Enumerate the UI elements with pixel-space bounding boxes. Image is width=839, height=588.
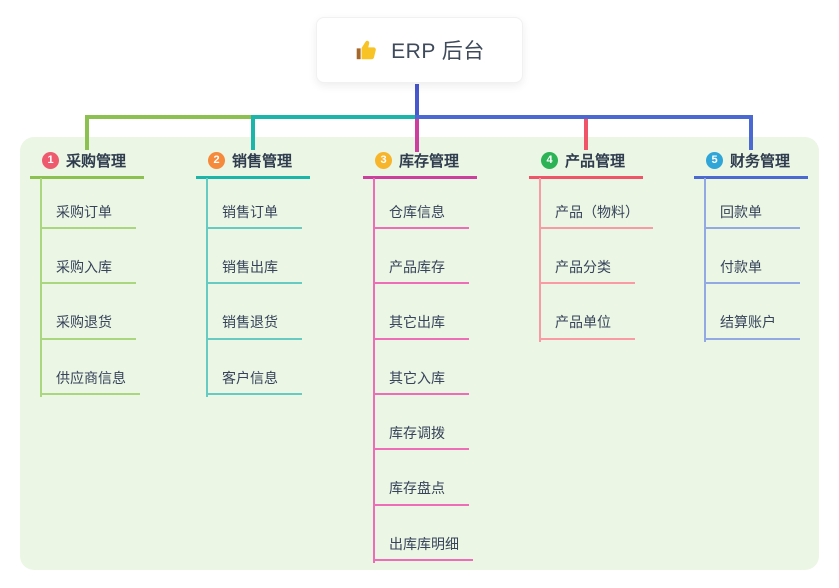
branch-underline (30, 176, 144, 179)
child-node-label: 付款单 (720, 259, 762, 276)
branch-label: 销售管理 (232, 152, 293, 170)
branch-vertical-line (206, 178, 208, 397)
branch-vertical-line (373, 178, 375, 563)
child-node[interactable]: 产品单位 (539, 301, 635, 340)
child-node-label: 回款单 (720, 203, 762, 220)
connector-line (415, 84, 419, 115)
child-node[interactable]: 供应商信息 (40, 356, 140, 395)
child-node-label: 库存盘点 (389, 480, 445, 497)
branch-number-badge: 5 (706, 151, 723, 169)
branch-underline (363, 176, 477, 179)
connector-line (584, 119, 588, 150)
root-node-label: ERP 后台 (391, 40, 485, 63)
branch-column-4: 4 产品管理 产品（物料） 产品分类产品单位 (529, 147, 653, 342)
connector-line (749, 115, 753, 150)
child-node[interactable]: 库存调拨 (373, 411, 469, 451)
connector-line (251, 115, 255, 150)
branch-node-2[interactable]: 2 销售管理 (196, 147, 292, 173)
child-node[interactable]: 客户信息 (206, 356, 302, 395)
child-node-label: 产品分类 (555, 259, 611, 276)
child-node-label: 产品（物料） (555, 203, 639, 220)
child-node-label: 其它出库 (389, 314, 445, 331)
child-node[interactable]: 销售订单 (206, 190, 302, 229)
branch-label: 产品管理 (565, 152, 626, 170)
branch-underline (196, 176, 310, 179)
branch-column-5: 5 财务管理 回款单付款单结算账户 (694, 147, 808, 342)
branch-node-5[interactable]: 5 财务管理 (694, 147, 790, 173)
child-node[interactable]: 销售退货 (206, 301, 302, 340)
branch-label: 采购管理 (66, 152, 127, 170)
branch-underline (694, 176, 808, 179)
child-node-label: 客户信息 (222, 369, 278, 386)
child-node-label: 采购订单 (56, 203, 112, 220)
child-node-label: 结算账户 (720, 314, 776, 331)
child-node[interactable]: 产品（物料） (539, 190, 653, 229)
branch-node-4[interactable]: 4 产品管理 (529, 147, 625, 173)
child-node[interactable]: 结算账户 (704, 301, 800, 340)
child-node-label: 采购退货 (56, 314, 112, 331)
branch-column-2: 2 销售管理 销售订单销售出库销售退货客户信息 (196, 147, 310, 397)
branch-node-1[interactable]: 1 采购管理 (30, 147, 126, 173)
child-node[interactable]: 采购入库 (40, 245, 136, 285)
child-node-label: 产品单位 (555, 314, 611, 331)
connector-line (415, 115, 753, 119)
child-node[interactable]: 产品库存 (373, 245, 469, 285)
thumbs-up-icon (354, 37, 380, 63)
child-node[interactable]: 仓库信息 (373, 190, 469, 229)
child-node-label: 仓库信息 (389, 203, 445, 220)
branch-vertical-line (40, 178, 42, 397)
branch-number-badge: 4 (541, 151, 558, 169)
child-node[interactable]: 其它出库 (373, 301, 469, 340)
child-node-label: 其它入库 (389, 369, 445, 386)
branch-number-badge: 3 (375, 151, 392, 169)
child-node[interactable]: 出库库明细 (373, 522, 473, 561)
branch-vertical-line (539, 178, 541, 342)
child-node[interactable]: 回款单 (704, 190, 800, 229)
child-node[interactable]: 采购订单 (40, 190, 136, 229)
branch-column-3: 3 库存管理 仓库信息产品库存其它出库其它入库库存调拨库存盘点出库库明细 (363, 147, 477, 563)
connector-line (85, 115, 89, 150)
branch-underline (529, 176, 643, 179)
child-node-label: 出库库明细 (389, 535, 459, 552)
child-node[interactable]: 付款单 (704, 245, 800, 285)
branch-vertical-line (704, 178, 706, 342)
child-node-label: 供应商信息 (56, 369, 126, 386)
branch-column-1: 1 采购管理 采购订单采购入库采购退货供应商信息 (30, 147, 144, 397)
branch-node-3[interactable]: 3 库存管理 (363, 147, 459, 173)
child-node-label: 销售退货 (222, 314, 278, 331)
child-node-label: 库存调拨 (389, 425, 445, 441)
child-node[interactable]: 产品分类 (539, 245, 635, 285)
child-node[interactable]: 库存盘点 (373, 467, 469, 506)
branch-number-badge: 2 (208, 151, 225, 169)
child-node[interactable]: 其它入库 (373, 356, 469, 395)
content-panel (20, 137, 819, 570)
connector-line (251, 115, 419, 119)
branch-number-badge: 1 (42, 151, 59, 169)
child-node-label: 销售出库 (222, 259, 278, 276)
connector-line (415, 119, 419, 152)
child-node-label: 销售订单 (222, 203, 278, 220)
child-node[interactable]: 销售出库 (206, 245, 302, 285)
branch-label: 财务管理 (730, 152, 791, 170)
root-node[interactable]: ERP 后台 (316, 17, 523, 83)
child-node-label: 产品库存 (389, 259, 445, 276)
child-node-label: 采购入库 (56, 259, 112, 276)
branch-label: 库存管理 (399, 152, 460, 170)
child-node[interactable]: 采购退货 (40, 301, 136, 340)
